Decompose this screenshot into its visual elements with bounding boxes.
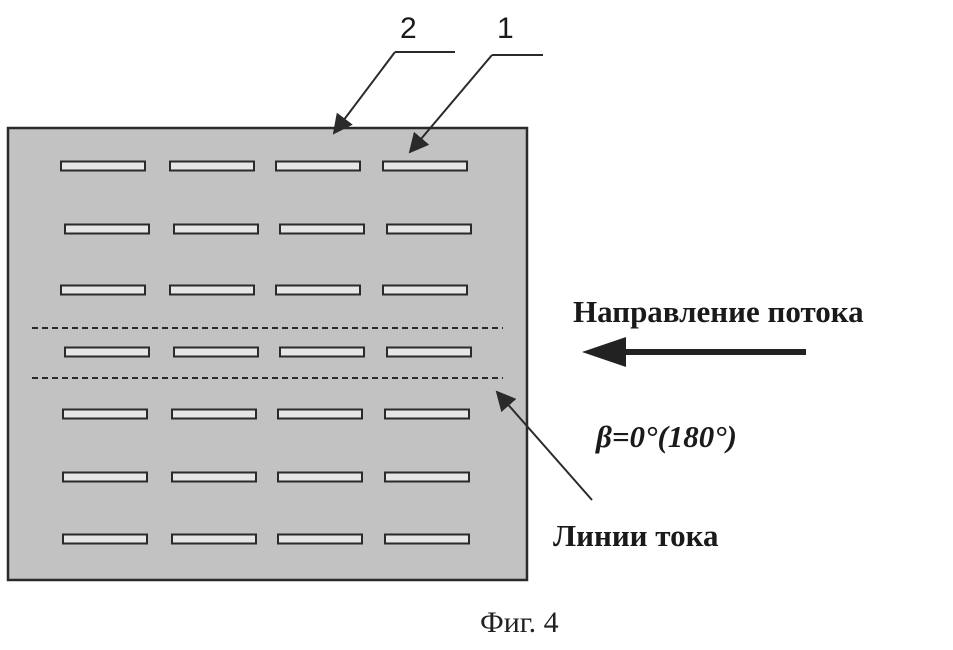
slot-r1-c1 [61,162,145,171]
slot-r6-c1 [63,473,147,482]
slot-r1-c4 [383,162,467,171]
slot-r1-c2 [170,162,254,171]
slot-r2-c2 [174,225,258,234]
angle-label: β=0°(180°) [596,419,737,455]
slot-r4-c4 [387,348,471,357]
slot-r4-c3 [280,348,364,357]
streamlines-label: Линии тока [553,518,719,554]
slot-r5-c2 [172,410,256,419]
callout-label-1: 1 [497,12,514,46]
slot-r7-c4 [385,535,469,544]
slot-r1-c3 [276,162,360,171]
slot-r6-c2 [172,473,256,482]
slot-r7-c1 [63,535,147,544]
figure-caption: Фиг. 4 [480,606,559,640]
slot-r6-c4 [385,473,469,482]
slot-r2-c4 [387,225,471,234]
slot-r2-c3 [280,225,364,234]
slot-r6-c3 [278,473,362,482]
slot-r7-c2 [172,535,256,544]
slot-r5-c4 [385,410,469,419]
callout-2-leader-arrow [334,52,395,133]
flow-direction-label: Направление потока [573,294,864,330]
callout-label-2: 2 [400,12,417,46]
slot-r3-c1 [61,286,145,295]
flow-arrow-icon [582,337,626,367]
slot-r4-c2 [174,348,258,357]
slot-r3-c3 [276,286,360,295]
slot-r7-c3 [278,535,362,544]
slot-r5-c1 [63,410,147,419]
slot-r3-c4 [383,286,467,295]
slot-r5-c3 [278,410,362,419]
slot-r2-c1 [65,225,149,234]
slot-r4-c1 [65,348,149,357]
slot-r3-c2 [170,286,254,295]
